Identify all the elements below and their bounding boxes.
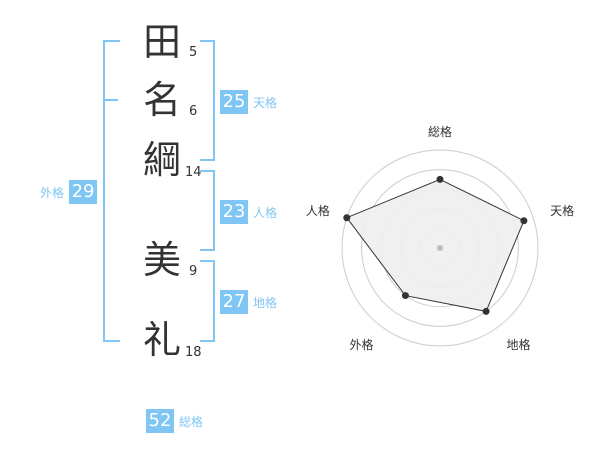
gaikaku-label: 外格 [40,185,65,200]
chikaku-label: 地格 [253,295,278,310]
jinkaku-value: 23 [220,200,248,224]
name-char-3: 綱 [142,138,181,182]
jinkaku-label: 人格 [253,205,278,220]
tenkaku-bracket [200,40,215,161]
radar-point-1 [436,175,444,183]
radar-center-dot [437,245,443,251]
jinkaku-badge: 23 人格 [220,200,277,224]
stroke-count-4: 9 [189,264,198,279]
chikaku-bracket [200,260,215,342]
jinkaku-bracket [200,170,215,251]
soukaku-value: 52 [146,409,174,433]
radar-data-polygon [346,178,525,312]
soukaku-label: 総格 [179,414,204,429]
stroke-count-5: 18 [185,345,202,360]
gaikaku-value: 29 [69,180,98,204]
name-char-4: 美 [142,238,181,282]
name-char-5: 礼 [142,318,181,362]
stroke-count-1: 5 [189,45,198,60]
radar-axis-label-3: 地格 [507,337,531,352]
tenkaku-badge: 25 天格 [220,90,277,114]
tenkaku-label: 天格 [253,95,278,110]
radar-axis-label-2: 天格 [550,203,574,218]
radar-grid-ring-1 [341,149,539,347]
stroke-count-3: 14 [185,165,202,180]
radar-grid-ring-2 [361,169,519,327]
radar-axis-label-4: 外格 [349,337,373,352]
chikaku-value: 27 [220,290,248,314]
name-char-1: 田 [142,20,181,64]
name-char-2: 名 [142,78,181,122]
soukaku-badge: 52 総格 [146,409,203,433]
radar-point-3 [482,307,490,315]
gaikaku-bracket [103,40,120,342]
gaikaku-bracket-tick [103,99,118,101]
radar-axis-label-1: 総格 [428,124,452,139]
stroke-count-2: 6 [189,104,198,119]
radar-point-4 [401,292,409,300]
tenkaku-value: 25 [220,90,248,114]
radar-point-2 [520,217,528,225]
radar-point-5 [343,214,351,222]
chikaku-badge: 27 地格 [220,290,277,314]
radar-axis-label-5: 人格 [306,203,330,218]
gaikaku-badge: 外格 29 [40,180,98,204]
